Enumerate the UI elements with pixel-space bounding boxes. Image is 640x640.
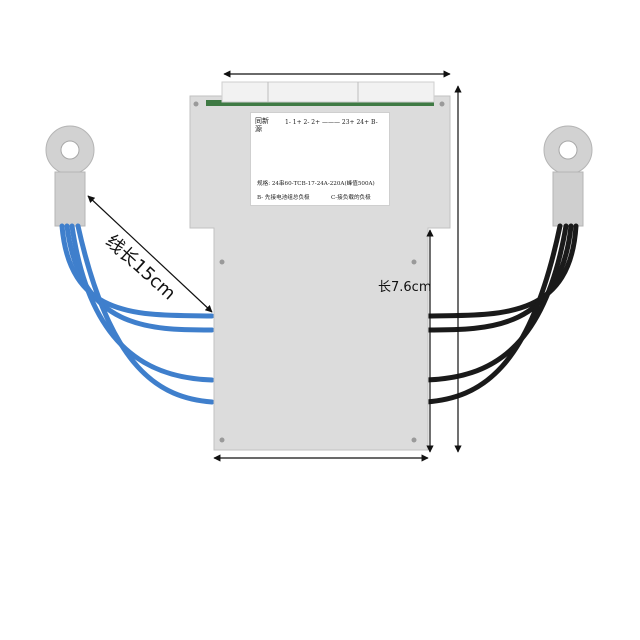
spec-sticker: 同新源 1- 1+ 2- 2+ ——— 23+ 24+ B- 规格: 24串60… xyxy=(250,112,390,206)
left-ring-terminal xyxy=(45,125,95,227)
sticker-pin-row: 1- 1+ 2- 2+ ——— 23+ 24+ B- xyxy=(285,119,378,126)
connector-header xyxy=(221,81,435,103)
right-ring-terminal xyxy=(543,125,593,227)
mounting-screws xyxy=(193,101,445,443)
dimension-arrows xyxy=(87,70,462,462)
black-wires xyxy=(423,223,579,405)
sticker-logo: 同新源 xyxy=(255,117,269,133)
sticker-c-minus: C-接负载的负极 xyxy=(331,195,371,201)
board-height-label: 长7.6cm xyxy=(378,280,432,295)
sticker-spec: 规格: 24串60-TCB-17-24A-220A(峰值500A) xyxy=(257,181,375,187)
sticker-b-minus: B- 先接电池组总负极 xyxy=(257,195,310,201)
